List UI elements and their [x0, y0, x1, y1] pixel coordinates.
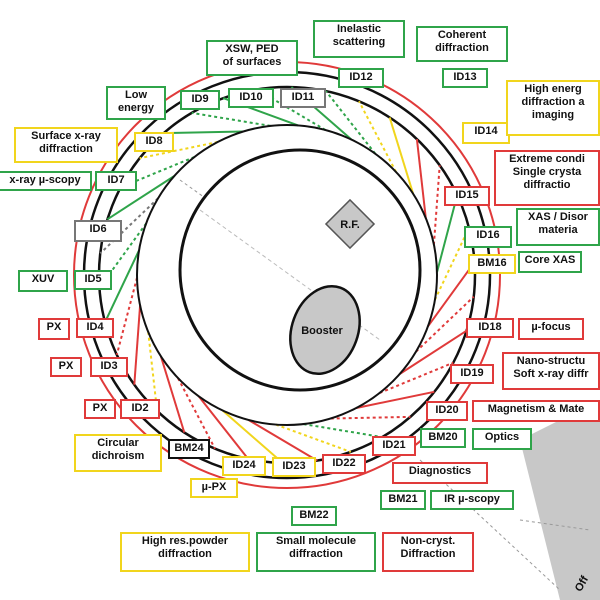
- beamline-id9[interactable]: ID9: [180, 90, 220, 110]
- beam-line: [356, 390, 435, 409]
- beam-line: [133, 305, 142, 385]
- beam-line: [303, 423, 383, 439]
- beamline-id16[interactable]: ID16: [464, 226, 512, 248]
- beam-line: [415, 295, 475, 353]
- beam-line: [399, 329, 468, 375]
- topic-xsw-ped[interactable]: XSW, PED of surfaces: [206, 40, 298, 76]
- beamline-bm20[interactable]: BM20: [420, 428, 466, 448]
- inner-ring: [136, 124, 438, 426]
- topic-high-res-powder[interactable]: High res.powder diffraction: [120, 532, 250, 572]
- beam-line: [115, 277, 138, 356]
- topic-circular-dichroism[interactable]: Circular dichroism: [74, 434, 162, 472]
- beam-line: [198, 395, 249, 460]
- topic-high-energy[interactable]: High energ diffraction a imaging: [506, 80, 600, 136]
- beamline-id6[interactable]: ID6: [74, 220, 122, 242]
- beamline-id11[interactable]: ID11: [280, 88, 326, 108]
- beam-line: [106, 175, 175, 221]
- beam-line: [163, 130, 244, 135]
- beam-line: [147, 331, 159, 412]
- beamline-bm22[interactable]: BM22: [291, 506, 337, 526]
- beamline-bm16[interactable]: BM16: [468, 254, 516, 274]
- beamline-id23[interactable]: ID23: [272, 457, 316, 477]
- beam-line: [358, 100, 397, 173]
- topic-surface-xray[interactable]: Surface x-ray diffraction: [14, 127, 118, 163]
- beamline-bm21[interactable]: BM21: [380, 490, 426, 510]
- topic-core-xas[interactable]: Core XAS: [518, 251, 582, 273]
- beamline-id22[interactable]: ID22: [322, 454, 366, 474]
- topic-mu-focus[interactable]: µ-focus: [518, 318, 584, 340]
- beamline-id10[interactable]: ID10: [228, 88, 274, 108]
- topic-non-cryst[interactable]: Non-cryst. Diffraction: [382, 532, 474, 572]
- beam-line: [436, 194, 459, 273]
- beam-line: [433, 227, 470, 301]
- beam-line: [159, 356, 186, 433]
- beamline-id2[interactable]: ID2: [120, 399, 160, 419]
- beam-line: [104, 249, 141, 323]
- beamline-id18[interactable]: ID18: [466, 318, 514, 338]
- beamline-id14[interactable]: ID14: [462, 122, 510, 144]
- beam-line: [275, 423, 352, 453]
- topic-diagnostics[interactable]: Diagnostics: [392, 462, 488, 484]
- topic-magnetism[interactable]: Magnetism & Mate: [472, 400, 600, 422]
- topic-ir-uscopy[interactable]: IR µ-scopy: [430, 490, 514, 510]
- beam-line: [248, 419, 318, 462]
- beamline-id5[interactable]: ID5: [74, 270, 112, 290]
- topic-px-3[interactable]: PX: [84, 399, 116, 419]
- beam-line: [325, 90, 376, 155]
- topic-coherent-diffraction[interactable]: Coherent diffraction: [416, 26, 508, 62]
- topic-nano-structures[interactable]: Nano-structu Soft x-ray diffr: [502, 352, 600, 390]
- beamline-id8[interactable]: ID8: [134, 132, 174, 152]
- beam-line: [415, 138, 427, 219]
- beam-line: [139, 141, 218, 160]
- beam-line: [426, 261, 476, 328]
- topic-xray-uscopy[interactable]: x-ray µ-scopy: [0, 171, 92, 191]
- rf-label: R.F.: [340, 219, 360, 231]
- beam-line: [99, 197, 159, 255]
- booster: [289, 284, 361, 376]
- beamline-id12[interactable]: ID12: [338, 68, 384, 88]
- beam-line: [191, 111, 271, 127]
- topic-inelastic-scattering[interactable]: Inelastic scattering: [313, 20, 405, 58]
- beamline-id20[interactable]: ID20: [426, 401, 468, 421]
- topic-px-2[interactable]: PX: [50, 357, 82, 377]
- beam-line: [221, 409, 284, 464]
- topic-px-1[interactable]: PX: [38, 318, 70, 340]
- beam-line: [177, 377, 216, 450]
- beamline-id7[interactable]: ID7: [95, 171, 137, 191]
- beamline-id13[interactable]: ID13: [442, 68, 488, 88]
- topic-xuv[interactable]: XUV: [18, 270, 68, 292]
- topic-optics[interactable]: Optics: [472, 428, 532, 450]
- booster-label: Booster: [301, 325, 343, 337]
- building-wedge: [520, 400, 600, 600]
- beam-line: [330, 415, 411, 420]
- beamline-id21[interactable]: ID21: [372, 436, 416, 456]
- topic-extreme-conditions[interactable]: Extreme condi Single crysta diffractio: [494, 150, 600, 206]
- beamline-id24[interactable]: ID24: [222, 456, 266, 476]
- beam-line: [379, 361, 454, 394]
- beamline-id3[interactable]: ID3: [90, 357, 128, 377]
- beamline-id4[interactable]: ID4: [76, 318, 114, 338]
- rf-cavity: [324, 198, 376, 250]
- topic-xas-disorder[interactable]: XAS / Disor materia: [516, 208, 600, 246]
- beamline-bm24[interactable]: BM24: [168, 439, 210, 459]
- topic-low-energy[interactable]: Low energy: [106, 86, 166, 120]
- beam-line: [388, 117, 415, 194]
- beamline-id15[interactable]: ID15: [444, 186, 490, 206]
- beam-line: [432, 165, 441, 245]
- beamline-id19[interactable]: ID19: [450, 364, 494, 384]
- topic-small-molecule[interactable]: Small molecule diffraction: [256, 532, 376, 572]
- topic-mu-px[interactable]: µ-PX: [190, 478, 238, 498]
